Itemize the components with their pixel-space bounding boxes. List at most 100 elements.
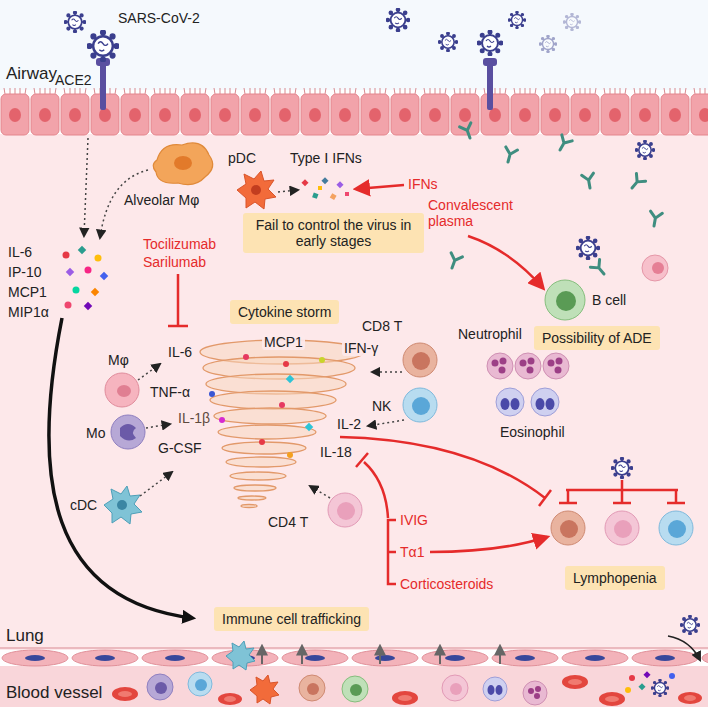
lymphocyte-cell bbox=[614, 520, 632, 538]
cytokine-tornado bbox=[241, 505, 257, 508]
neutrophil-cell bbox=[487, 353, 513, 379]
cytokine-dots bbox=[305, 423, 313, 431]
monocyte-cell bbox=[111, 415, 145, 449]
blood-immune-cell bbox=[450, 683, 462, 695]
drug-label: Sarilumab bbox=[143, 254, 206, 270]
cell-label: NK bbox=[372, 398, 391, 414]
cytokine-dots bbox=[283, 361, 289, 367]
drug-label: Tα1 bbox=[400, 544, 424, 560]
virus-particle bbox=[563, 13, 581, 31]
cytokine-dots bbox=[95, 255, 102, 262]
alveolar-macrophage bbox=[153, 143, 212, 185]
antibody bbox=[460, 123, 476, 140]
interferon-dots bbox=[301, 179, 308, 186]
cytokine-label: IL-18 bbox=[318, 444, 354, 460]
virus-entry-arrow bbox=[668, 636, 700, 660]
lymphocyte-cell bbox=[551, 511, 693, 545]
cd4-t-cell bbox=[337, 502, 355, 520]
neutrophil-cell bbox=[543, 353, 569, 379]
cytokine-dots bbox=[73, 287, 80, 294]
eosinophil-cell bbox=[546, 398, 555, 410]
nk-cell bbox=[403, 388, 437, 422]
neutrophil-cell bbox=[487, 353, 569, 379]
cytokine-tornado bbox=[238, 496, 266, 500]
red-blood-cell bbox=[112, 675, 702, 706]
airway-lumen bbox=[0, 0, 708, 90]
interferon-dots bbox=[345, 192, 349, 196]
airway-lumen bbox=[0, 0, 708, 90]
cd8-t-cell bbox=[412, 352, 430, 370]
ace2-receptor bbox=[100, 60, 106, 110]
cd8-t-cell bbox=[403, 343, 437, 377]
red-blood-cell bbox=[599, 692, 625, 706]
blood-immune-cell bbox=[195, 679, 207, 691]
blood-immune-cell bbox=[350, 684, 362, 696]
cytokine-label: TNF-α bbox=[150, 384, 190, 400]
neutrophil-cell bbox=[555, 367, 562, 374]
virus-particle bbox=[64, 8, 700, 697]
b-cell bbox=[545, 280, 585, 320]
cd4-t-cell bbox=[328, 493, 362, 527]
macrophage-cell bbox=[105, 373, 139, 407]
drug-label: Tocilizumab bbox=[143, 236, 216, 252]
extravasation-arrow bbox=[499, 646, 501, 664]
red-blood-cell bbox=[118, 691, 132, 697]
macrophage-cell bbox=[105, 373, 139, 407]
receptor-label: ACE2 bbox=[55, 72, 92, 88]
cytokine-dots bbox=[63, 252, 70, 259]
cytokine-dots bbox=[65, 302, 72, 309]
eosinophil-cell bbox=[536, 398, 545, 410]
cytokine-dots bbox=[63, 246, 109, 310]
ace2-receptor bbox=[487, 60, 493, 110]
neutrophil-cell bbox=[528, 358, 535, 365]
extravasation-arrow bbox=[301, 646, 303, 664]
plasma-cell bbox=[642, 255, 668, 281]
inhibition-line bbox=[356, 453, 388, 518]
monocyte-cell bbox=[120, 424, 136, 441]
cytokine-label: IL-1β bbox=[178, 410, 210, 426]
virus-particle bbox=[576, 236, 599, 259]
endothelium bbox=[0, 648, 708, 668]
blood-immune-cell bbox=[483, 677, 507, 701]
dotted-arrow bbox=[140, 472, 172, 496]
plasma-cell bbox=[642, 255, 668, 281]
lung-tissue bbox=[0, 134, 708, 650]
interferon-dots bbox=[330, 193, 337, 200]
cytokine-dots bbox=[91, 288, 99, 296]
cytokine-dots bbox=[243, 354, 249, 360]
eosinophil-cell bbox=[511, 398, 520, 410]
cdc-cell bbox=[104, 486, 142, 524]
neutrophil-cell bbox=[527, 367, 534, 374]
cytokine-label: MCP1 bbox=[262, 334, 305, 350]
antibody bbox=[555, 135, 572, 153]
interferon-dots bbox=[336, 181, 343, 188]
b-cell bbox=[556, 291, 576, 311]
alveolar-macrophage bbox=[153, 143, 212, 185]
cytokine-dots bbox=[100, 272, 108, 280]
cytokine-dots bbox=[669, 673, 675, 679]
red-blood-cell bbox=[684, 695, 696, 701]
treatment-arrow bbox=[430, 537, 547, 552]
cytokine-dots bbox=[643, 671, 650, 678]
eosinophil-cell bbox=[496, 388, 524, 416]
red-blood-cell bbox=[392, 691, 418, 705]
cytokine-dots bbox=[219, 417, 225, 423]
pdc-cell bbox=[237, 171, 276, 209]
cytokine-dots bbox=[85, 267, 92, 274]
virus-particle bbox=[680, 615, 700, 635]
cytokine-dots bbox=[287, 452, 293, 458]
cell-label: CD4 T bbox=[268, 514, 308, 530]
dotted-arrow bbox=[138, 364, 160, 380]
pdc-cell bbox=[251, 185, 261, 195]
lymphocyte-cell bbox=[659, 511, 693, 545]
treatment-arrow bbox=[356, 185, 404, 189]
cell-label: Eosinophil bbox=[500, 424, 565, 440]
virus-particle bbox=[635, 140, 655, 160]
cytokine-tornado bbox=[226, 457, 296, 467]
neutrophil-cell bbox=[492, 360, 499, 367]
blood-immune-cell bbox=[496, 685, 503, 695]
blood-immune-cell bbox=[188, 672, 212, 696]
cytokine-dots bbox=[259, 439, 265, 445]
virus-particle bbox=[438, 32, 458, 52]
eosinophil-cell bbox=[531, 388, 559, 416]
